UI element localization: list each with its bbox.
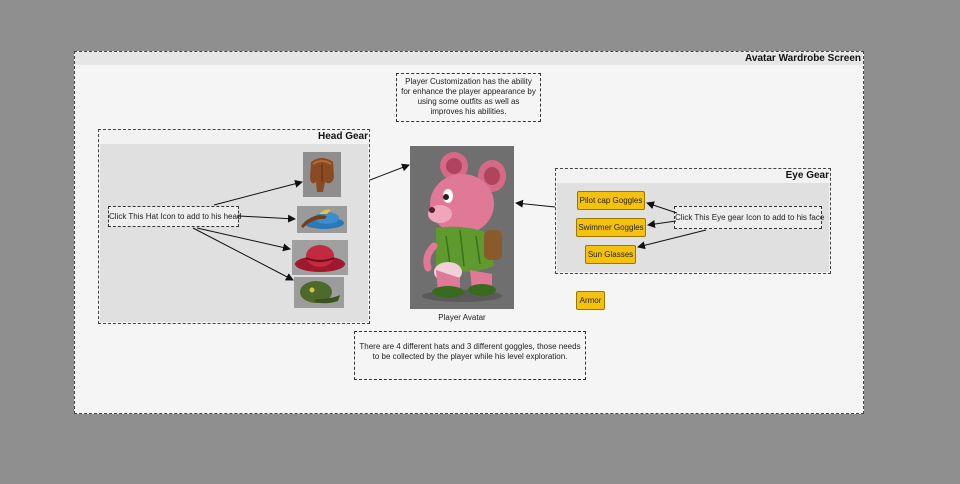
pilot-cap-goggles-button[interactable]: Pilot cap Goggles	[577, 191, 645, 210]
green-army-cap-icon	[300, 281, 340, 304]
hat-item-red-round-hat[interactable]	[292, 240, 348, 275]
hat-item-green-army-cap[interactable]	[294, 277, 344, 308]
bottom-note: There are 4 different hats and 3 differe…	[354, 331, 586, 380]
brown-leather-cap-icon	[310, 158, 334, 192]
red-round-hat-icon	[295, 245, 345, 272]
arrow-to-red-hat	[196, 227, 291, 252]
screen-header: Avatar Wardrobe Screen	[75, 52, 863, 65]
eye-gear-title: Eye Gear	[785, 170, 829, 181]
arrow-to-feather-hat	[238, 214, 296, 223]
armor-button[interactable]: Armor	[576, 291, 605, 310]
arrow-to-swimmer-goggles	[647, 220, 677, 228]
player-avatar-caption: Player Avatar	[438, 313, 486, 322]
intro-note: Player Customization has the ability for…	[396, 73, 541, 122]
eye-gear-callout: Click This Eye gear Icon to add to his f…	[674, 206, 824, 229]
arrow-to-brown-cap	[213, 179, 303, 206]
head-gear-callout: Click This Hat Icon to add to his head	[108, 206, 241, 227]
hat-item-brown-leather-cap[interactable]	[303, 152, 341, 197]
sun-glasses-button[interactable]: Sun Glasses	[585, 245, 636, 264]
arrow-to-sun-glasses	[637, 229, 707, 250]
head-gear-title: Head Gear	[317, 131, 368, 142]
blue-feather-hat-icon	[301, 209, 344, 229]
screen-title: Avatar Wardrobe Screen	[745, 53, 861, 64]
arrow-eye-panel-to-avatar	[515, 199, 556, 208]
player-avatar-image	[410, 146, 514, 309]
swimmer-goggles-button[interactable]: Swimmer Goggles	[576, 218, 646, 237]
arrow-to-pilot-goggles	[646, 201, 678, 214]
arrow-to-army-cap	[192, 227, 294, 281]
bear-avatar-icon	[422, 152, 506, 302]
hat-item-blue-feather-hat[interactable]	[297, 206, 347, 233]
arrow-panel-to-avatar	[369, 163, 410, 181]
